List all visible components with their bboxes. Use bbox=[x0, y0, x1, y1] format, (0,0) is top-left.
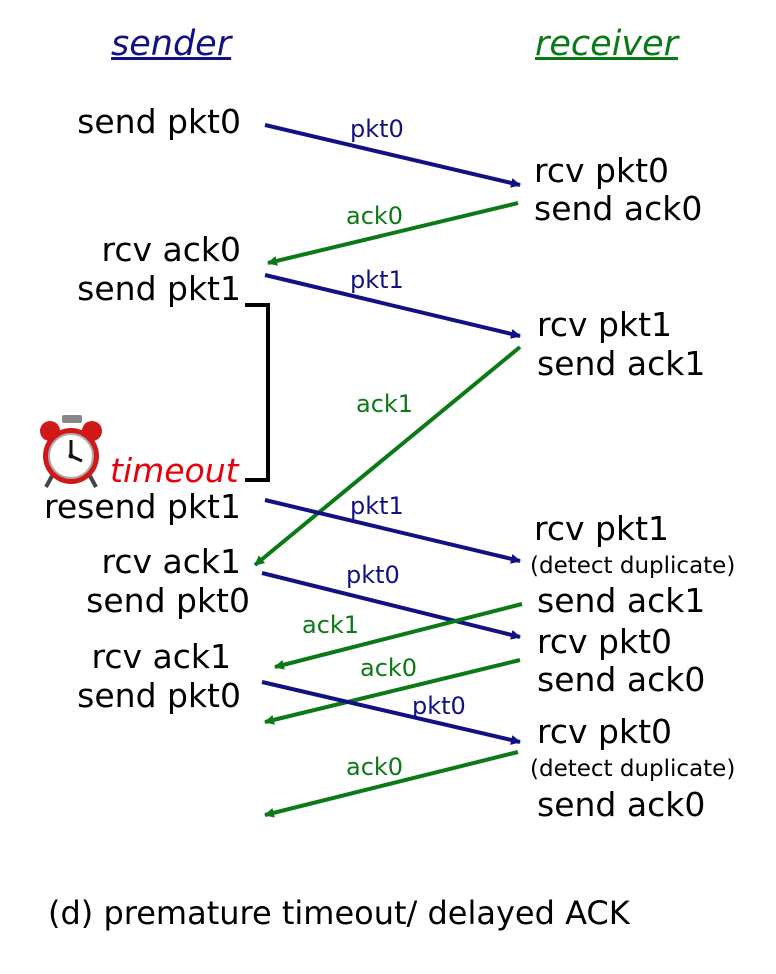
receiver-event: rcv pkt0 bbox=[537, 712, 672, 751]
message-label: ack0 bbox=[346, 753, 404, 781]
receiver-event: send ack0 bbox=[537, 785, 706, 824]
message-arrow bbox=[264, 123, 521, 188]
message-label: pkt1 bbox=[350, 266, 404, 294]
message-arrow bbox=[267, 201, 519, 266]
receiver-header: receiver bbox=[535, 24, 679, 64]
receiver-event: send ack1 bbox=[537, 344, 706, 383]
timeout-bracket bbox=[245, 303, 270, 482]
message-arrow bbox=[264, 273, 521, 339]
timeout-label: timeout bbox=[110, 451, 239, 490]
sender-event: send pkt1 bbox=[77, 269, 241, 308]
message-arrow bbox=[274, 602, 523, 670]
sender-event: send pkt0 bbox=[86, 581, 250, 620]
sender-event: send pkt0 bbox=[77, 102, 241, 141]
message-label: pkt0 bbox=[346, 561, 400, 589]
message-label: pkt0 bbox=[350, 115, 404, 143]
message-label: ack1 bbox=[356, 390, 414, 418]
receiver-note: (detect duplicate) bbox=[530, 756, 736, 782]
message-arrow bbox=[253, 345, 522, 567]
sender-event: rcv ack0 bbox=[101, 230, 241, 269]
message-arrow bbox=[264, 498, 521, 564]
receiver-event: send ack0 bbox=[534, 189, 703, 228]
receiver-event: rcv pkt0 bbox=[537, 622, 672, 661]
receiver-note: (detect duplicate) bbox=[530, 553, 736, 579]
sender-event: rcv ack1 bbox=[91, 637, 231, 676]
message-label: ack1 bbox=[302, 611, 360, 639]
message-arrow bbox=[264, 658, 521, 725]
message-arrow bbox=[261, 571, 521, 640]
message-label: ack0 bbox=[346, 202, 404, 230]
message-label: pkt0 bbox=[412, 692, 466, 720]
receiver-event: rcv pkt1 bbox=[534, 509, 669, 548]
receiver-event: send ack0 bbox=[537, 660, 706, 699]
receiver-event: rcv pkt1 bbox=[537, 305, 672, 344]
message-arrow bbox=[261, 680, 521, 745]
sender-header: sender bbox=[111, 24, 232, 64]
alarm-clock-icon bbox=[40, 415, 102, 488]
receiver-event: send ack1 bbox=[537, 581, 706, 620]
message-arrow bbox=[264, 750, 519, 818]
receiver-event: rcv pkt0 bbox=[534, 151, 669, 190]
message-label: pkt1 bbox=[350, 492, 404, 520]
sender-event: rcv ack1 bbox=[101, 542, 241, 581]
message-label: ack0 bbox=[360, 654, 418, 682]
sender-event: resend pkt1 bbox=[44, 487, 241, 526]
sender-event: send pkt0 bbox=[77, 676, 241, 715]
figure-caption: (d) premature timeout/ delayed ACK bbox=[48, 894, 630, 932]
